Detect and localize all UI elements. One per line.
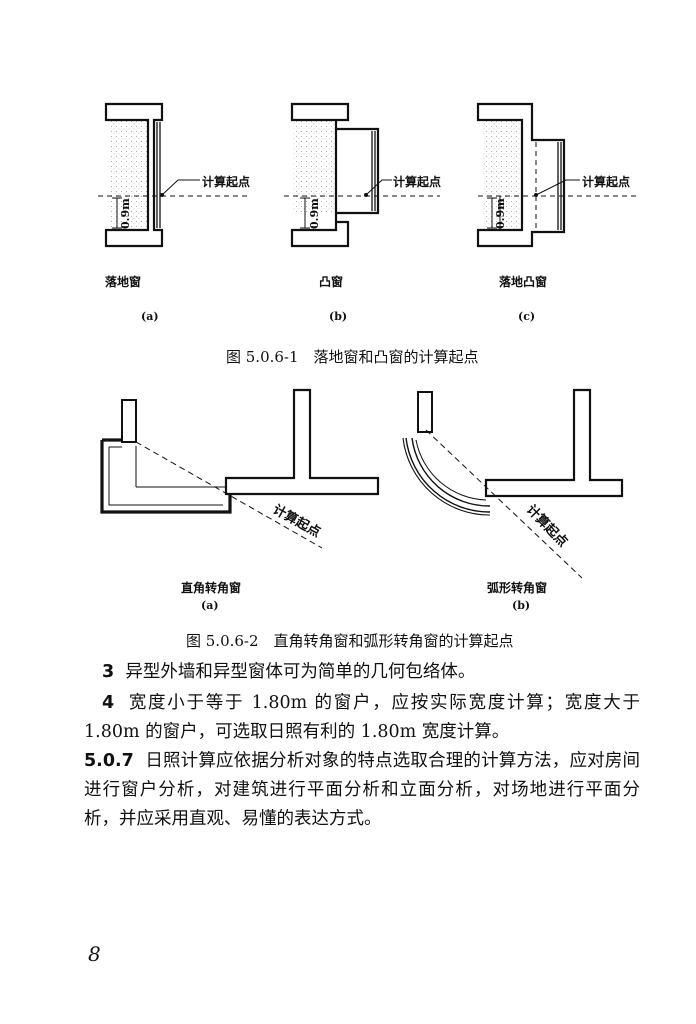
calc-start-label: 计算起点 <box>523 502 571 551</box>
calc-start-label: 计算起点 <box>270 502 323 541</box>
t-wall <box>484 388 624 498</box>
panel-title: 直角转角窗 <box>181 580 241 595</box>
item-number: 3 <box>102 662 115 682</box>
clause-number: 5.0.7 <box>84 751 134 771</box>
t-wall <box>224 388 380 496</box>
wall-section <box>476 102 566 248</box>
paragraph-text: 日照计算应依据分析对象的特点选取合理的计算方法，应对房间进行窗户分析，对建筑进行… <box>84 751 640 829</box>
leader-line <box>161 179 200 196</box>
paragraph-item-4: 4 宽度小于等于 1.80m 的窗户，应按实际宽度计算；宽度大于 1.80m 的… <box>84 689 640 747</box>
panel-letter: (a) <box>141 310 159 323</box>
clause-5-0-7: 5.0.7 日照计算应依据分析对象的特点选取合理的计算方法，应对房间进行窗户分析… <box>84 747 640 834</box>
interior-shading <box>110 120 148 245</box>
dimension-label: 0.9m <box>494 198 507 229</box>
panel-letter: (c) <box>518 310 535 323</box>
leader-line <box>365 179 392 196</box>
calc-start-label: 计算起点 <box>202 174 250 189</box>
leader-line <box>535 179 580 196</box>
paragraph-item-3: 3 异型外墙和异型窗体可为简单的几何包络体。 <box>84 658 640 687</box>
panel-letter: (b) <box>329 310 347 323</box>
paragraph-text: 异型外墙和异型窗体可为简单的几何包络体。 <box>125 662 476 682</box>
figure-caption: 图 5.0.6-2 直角转角窗和弧形转角窗的计算起点 <box>186 632 514 650</box>
item-number: 4 <box>102 693 115 713</box>
calc-start-line <box>135 441 323 549</box>
page-number: 8 <box>88 942 101 966</box>
calc-start-line <box>425 429 583 579</box>
dimension-label: 0.9m <box>308 198 321 229</box>
panel-title: 弧形转角窗 <box>487 580 547 595</box>
interior-shading <box>292 120 336 212</box>
wall-stub <box>121 399 137 443</box>
arc-window <box>411 437 491 507</box>
panel-a-floor-window <box>98 102 250 248</box>
wall-section <box>290 102 380 248</box>
panel-title: 落地凸窗 <box>499 274 547 289</box>
panel-title: 凸窗 <box>319 274 343 289</box>
calc-start-label: 计算起点 <box>393 174 441 189</box>
paragraph-text: 宽度小于等于 1.80m 的窗户，应按实际宽度计算；宽度大于 1.80m 的窗户… <box>84 693 640 742</box>
panel-title: 落地窗 <box>105 274 141 289</box>
panel-letter: (a) <box>201 599 219 612</box>
calc-start-label: 计算起点 <box>582 174 630 189</box>
panel-c-floor-bay-window <box>476 102 636 248</box>
panel-b-bay-window <box>284 102 440 248</box>
figure-caption: 图 5.0.6-1 落地窗和凸窗的计算起点 <box>226 348 479 366</box>
interior-shading <box>482 120 522 245</box>
panel-a-right-angle-corner-window <box>100 388 380 549</box>
wall-stub <box>417 391 433 433</box>
dimension-label: 0.9m <box>119 198 132 229</box>
figure-5-0-6-1-diagram: 0.9m 0.9m 0.9m 计算起点 计算起点 计算起点 落地窗 凸窗 落地凸… <box>98 102 636 612</box>
wall-section <box>104 102 164 248</box>
panel-letter: (b) <box>512 599 530 612</box>
panel-b-arc-corner-window <box>402 388 624 579</box>
